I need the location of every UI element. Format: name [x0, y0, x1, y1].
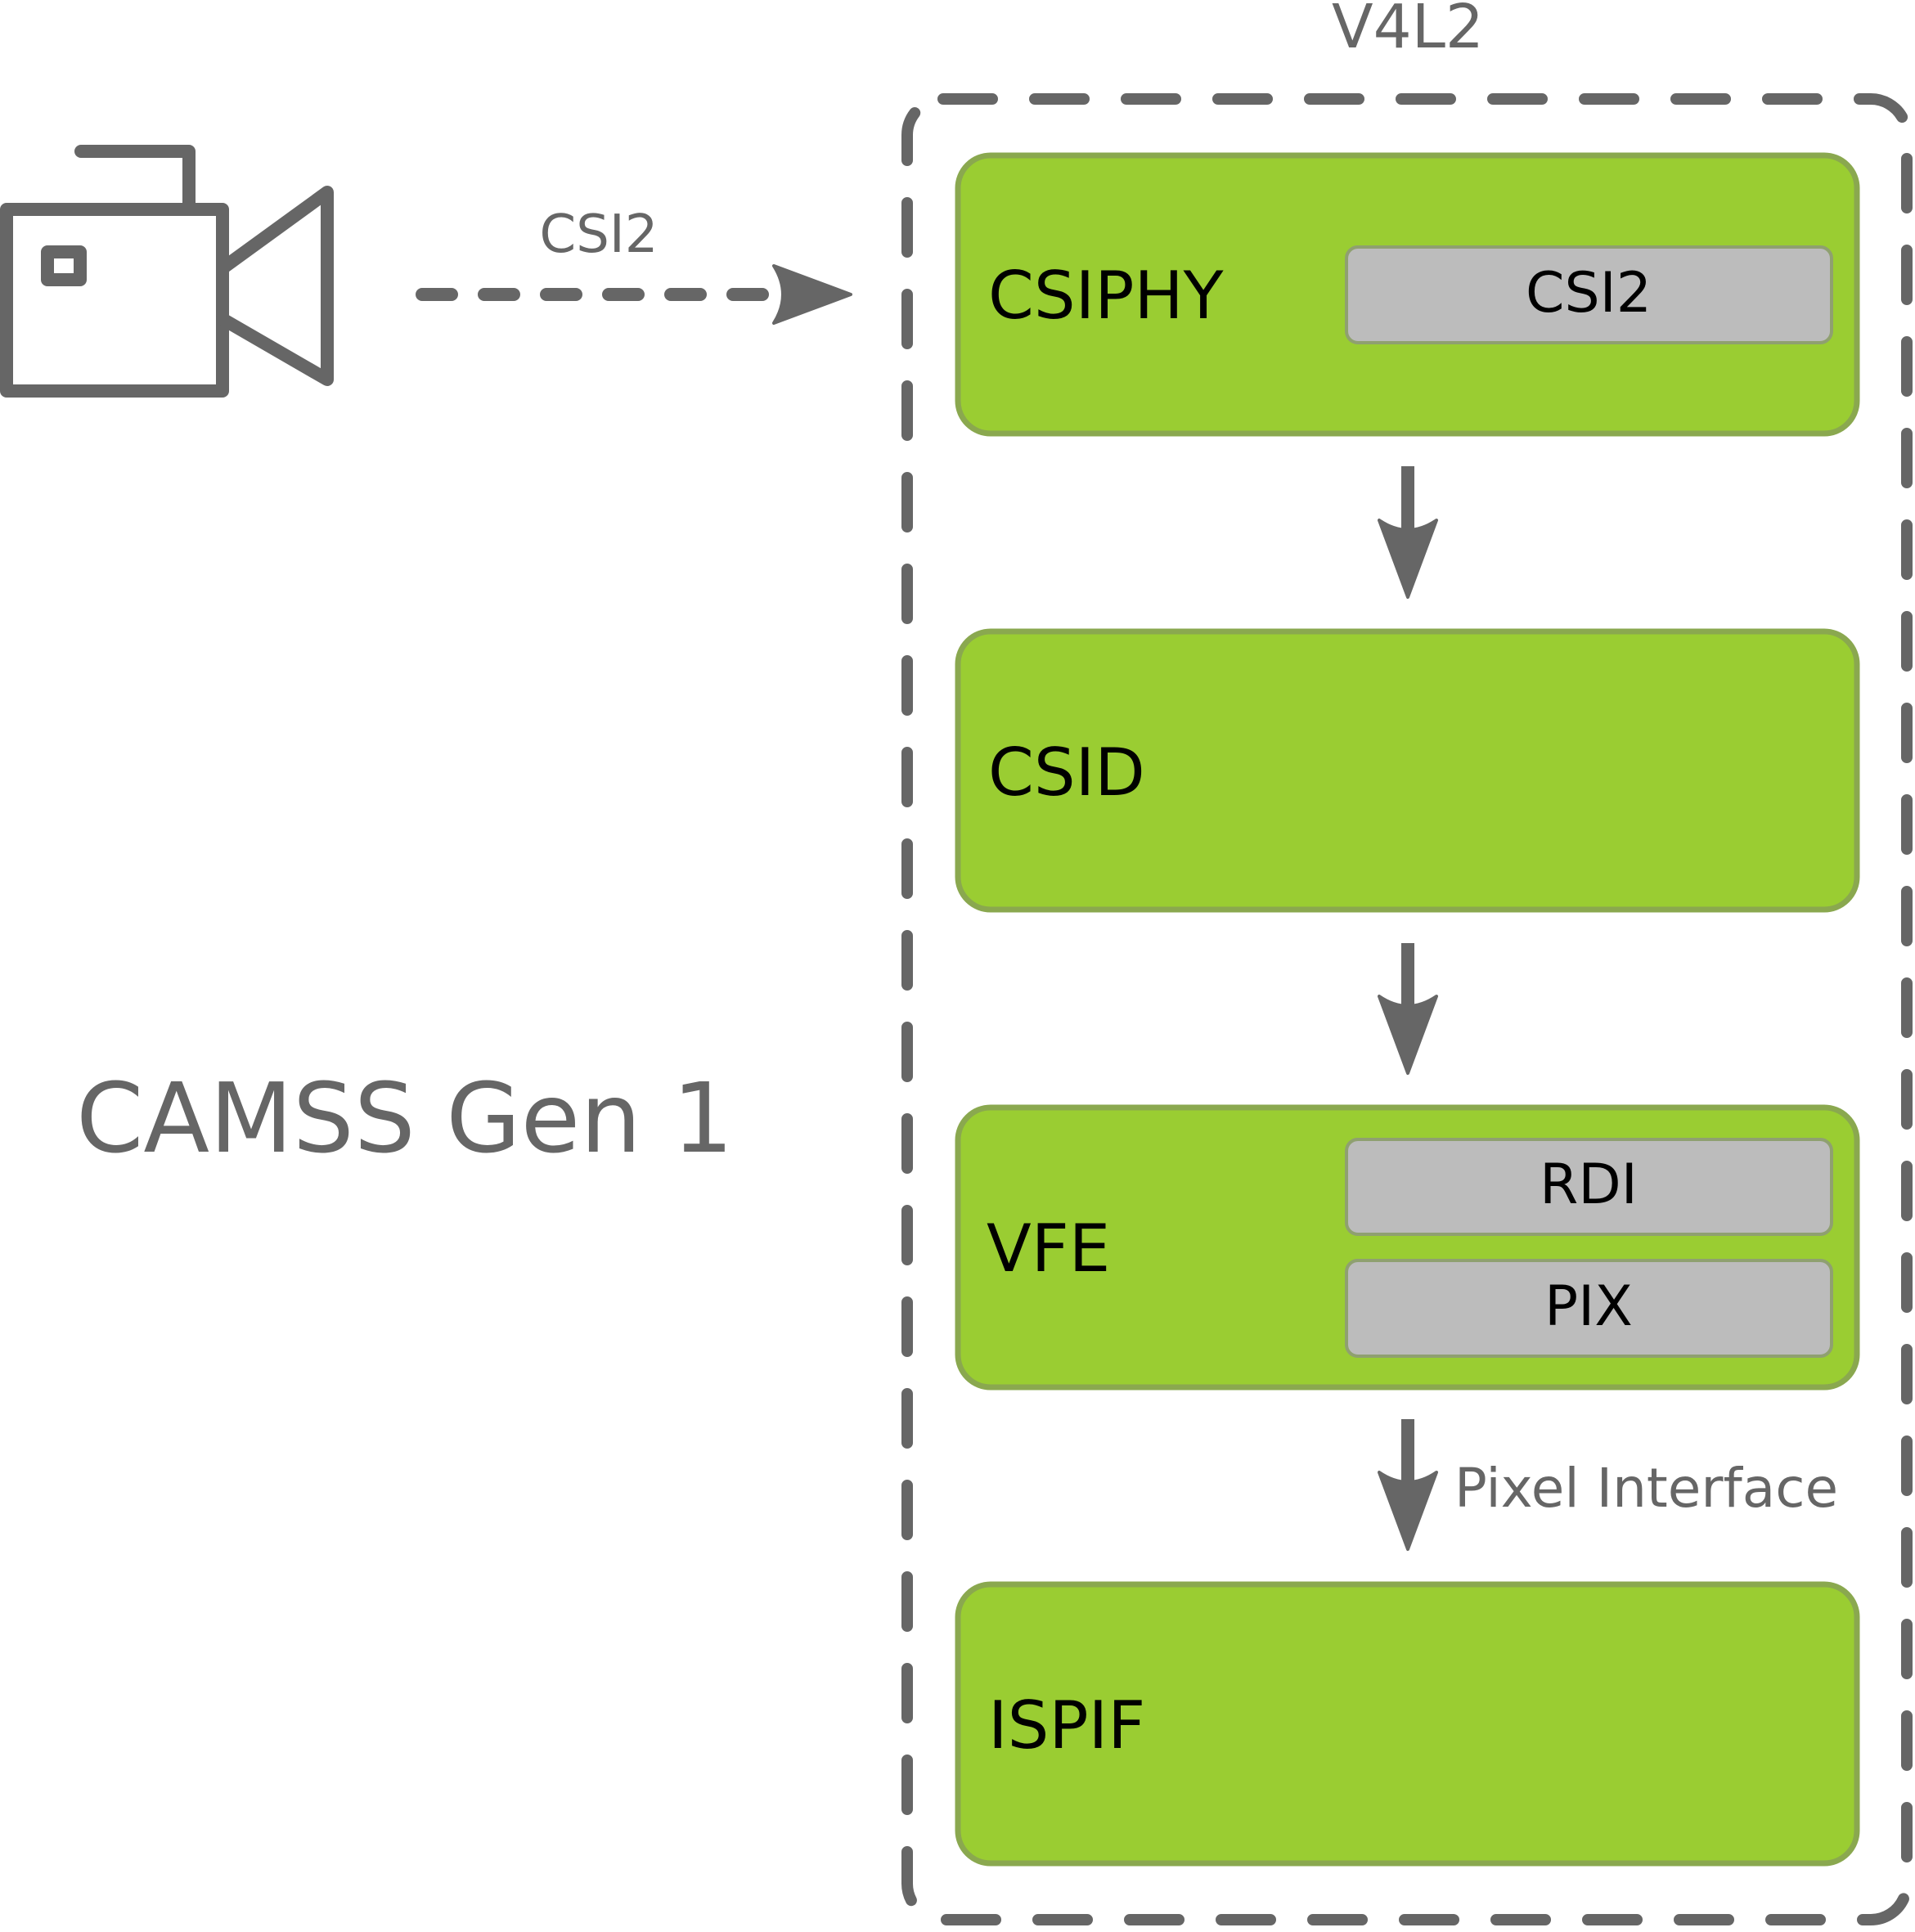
vfe-label: VFE [987, 1211, 1110, 1287]
vfe-pix-label: PIX [1544, 1274, 1633, 1339]
csi2-link-arrow [416, 264, 852, 325]
pixel-interface-label: Pixel Interface [1454, 1457, 1838, 1520]
csid-block [955, 628, 1860, 913]
arrow-csiphy-to-csid [1378, 466, 1438, 599]
csiphy-csi2-label: CSI2 [1526, 261, 1652, 326]
vfe-rdi-subblock [1345, 1138, 1833, 1236]
v4l2-container [901, 93, 1913, 1925]
ispif-label: ISPIF [988, 1687, 1145, 1764]
csid-label: CSID [988, 735, 1145, 811]
system-title: CAMSS Gen 1 [76, 1062, 734, 1175]
ispif-block [955, 1581, 1860, 1867]
arrow-vfe-to-ispif [1378, 1419, 1438, 1551]
vfe-rdi-label: RDI [1540, 1152, 1638, 1217]
vfe-pix-subblock [1345, 1259, 1833, 1358]
csi2-link-label: CSI2 [540, 204, 659, 265]
video-camera-icon [0, 145, 334, 398]
csiphy-label: CSIPHY [988, 258, 1225, 334]
v4l2-label: V4L2 [1332, 0, 1484, 62]
csiphy-csi2-subblock [1345, 245, 1833, 344]
arrow-csid-to-vfe [1378, 943, 1438, 1075]
